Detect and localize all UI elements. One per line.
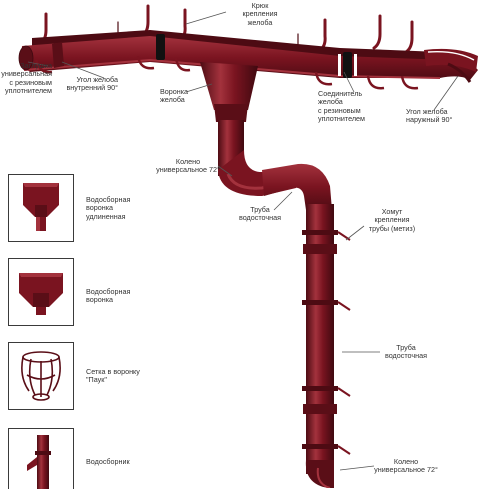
funnel-icon: [19, 273, 63, 315]
label-inner-corner: Угол желоба внутренний 90°: [66, 75, 118, 93]
label-pipe-upper: Труба водосточная: [238, 205, 281, 223]
accessory-label-funnel: Водосборная воронка: [86, 287, 131, 305]
label-gutter-funnel: Воронка желоба: [160, 87, 189, 105]
accessory-box-spider: [8, 342, 74, 410]
downpipe: [218, 120, 337, 488]
gutter-funnel: [200, 62, 258, 122]
accessory-box-funnel: [8, 258, 74, 326]
spider-grid-icon: [21, 351, 61, 401]
gutter-hook-clips: [34, 55, 419, 90]
label-elbow-bottom: Колено универсальное 72°: [374, 457, 438, 475]
label-connector: Соединитель желоба с резиновым уплотните…: [318, 89, 365, 124]
accessory-label-spider: Сетка в воронку "Паук": [86, 367, 140, 385]
accessory-box-long-funnel: [8, 174, 74, 242]
accessory-label-long-funnel: Водосборная воронка удлиненная: [86, 195, 131, 221]
gutter-gaskets: [156, 34, 357, 78]
leader-lines: [27, 11, 459, 471]
long-funnel-icon: [23, 183, 59, 231]
label-end-cap: Заглушка универсальная с резиновым уплот…: [1, 61, 52, 96]
water-collector-icon: [27, 435, 51, 489]
label-hook: Крюк крепления желоба: [242, 1, 278, 27]
label-elbow-top: Колено универсальное 72°: [156, 157, 220, 175]
label-pipe-clamp: Хомут крепления трубы (метиз): [368, 207, 416, 233]
accessory-label-water-collector: Водосборник: [86, 457, 130, 466]
label-pipe-lower: Труба водосточная: [384, 343, 427, 361]
accessory-box-water-collector: [8, 428, 74, 489]
label-outer-corner: Угол желоба наружный 90°: [406, 107, 453, 125]
